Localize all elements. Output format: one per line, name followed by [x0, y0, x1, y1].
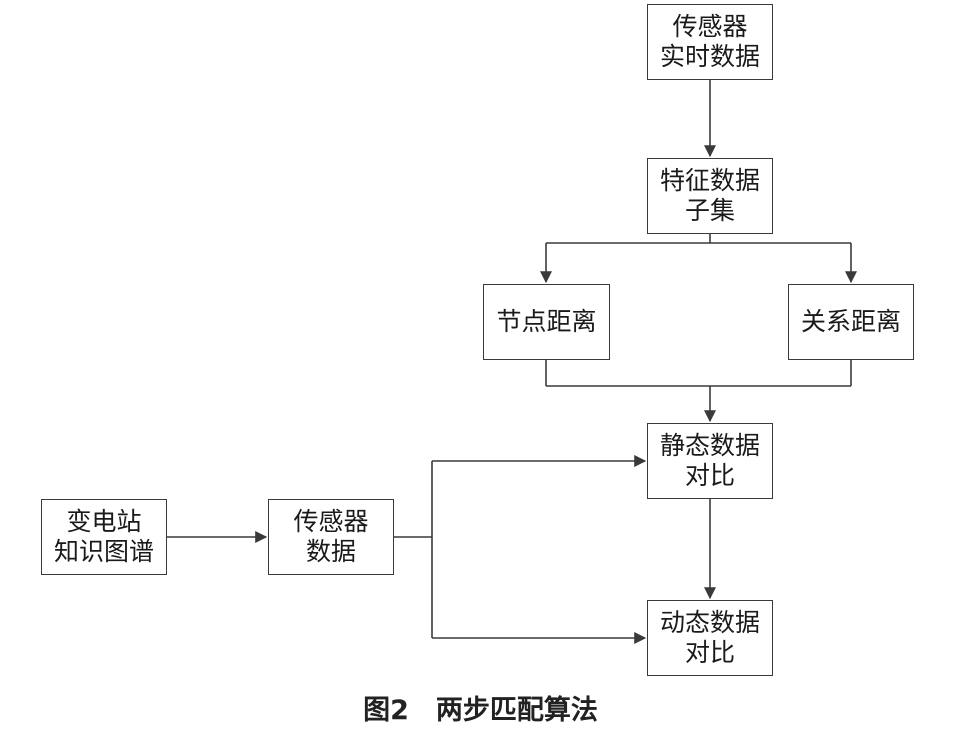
node-label-line: 节点距离	[496, 307, 597, 336]
node-label-line: 对比	[684, 461, 735, 490]
node-label-line: 传感器	[293, 507, 369, 536]
node-feature-data-subset: 特征数据 子集	[647, 158, 773, 234]
node-label-line: 实时数据	[659, 42, 760, 71]
node-label-line: 特征数据	[659, 166, 760, 195]
node-label-line: 静态数据	[659, 431, 760, 460]
node-substation-knowledge-graph: 变电站 知识图谱	[41, 499, 167, 575]
node-relation-distance: 关系距离	[788, 284, 914, 360]
node-sensor-data: 传感器 数据	[268, 499, 394, 575]
node-label-line: 关系距离	[800, 307, 901, 336]
node-node-distance: 节点距离	[483, 284, 610, 360]
node-sensor-realtime-data: 传感器 实时数据	[647, 4, 773, 80]
figure-caption: 图2 两步匹配算法	[363, 695, 598, 726]
node-label-line: 动态数据	[659, 608, 760, 637]
node-label-line: 对比	[684, 638, 735, 667]
node-label-line: 数据	[305, 537, 356, 566]
node-label-line: 传感器	[672, 12, 748, 41]
node-dynamic-data-compare: 动态数据 对比	[647, 600, 773, 676]
node-label-line: 知识图谱	[53, 537, 154, 566]
node-label-line: 子集	[684, 196, 735, 225]
node-static-data-compare: 静态数据 对比	[647, 423, 773, 499]
node-label-line: 变电站	[66, 507, 142, 536]
